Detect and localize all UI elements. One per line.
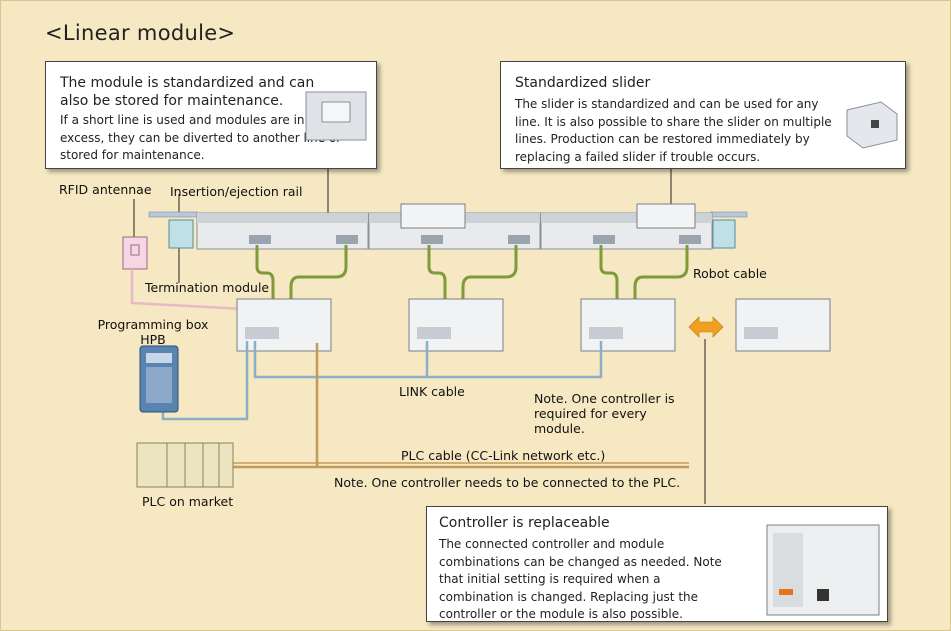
programming-box [139, 345, 179, 413]
plc-cable-label: PLC cable (CC-Link network etc.) [401, 448, 606, 463]
linear-module-3 [540, 212, 713, 250]
rfid-antennae-label: RFID antennae [59, 182, 152, 197]
controller-callout: Controller is replaceable The connected … [426, 506, 888, 622]
slider-callout: Standardized slider The slider is standa… [500, 61, 906, 169]
termination-module-right [712, 219, 736, 249]
controller-2 [408, 298, 504, 352]
controller-1 [236, 298, 332, 352]
slider-callout-body: The slider is standardized and can be us… [515, 97, 832, 164]
swap-arrow [688, 316, 724, 338]
slider-callout-heading: Standardized slider [515, 75, 651, 91]
module-callout-heading: The module is standardized and can also … [60, 75, 315, 109]
termination-module-label: Termination module [145, 280, 270, 295]
hpb-label: HPB [140, 332, 166, 347]
slider-1 [400, 203, 466, 229]
rfid-antenna [122, 236, 148, 270]
controller-thumbnail-icon [766, 524, 880, 616]
programming-box-label: Programming box [97, 317, 209, 332]
robot-cable-label: Robot cable [693, 266, 767, 281]
link-cable-label: LINK cable [399, 384, 465, 399]
note-controller-label: Note. One controller is required for eve… [534, 391, 675, 436]
controller-callout-heading: Controller is replaceable [439, 515, 610, 531]
insertion-rail-label: Insertion/ejection rail [170, 184, 303, 199]
page-title: <Linear module> [45, 21, 236, 45]
module-callout-body: If a short line is used and modules are … [60, 113, 342, 162]
slider-thumbnail-icon [846, 101, 898, 149]
slider-2 [636, 203, 696, 229]
linear-module-1 [196, 212, 369, 250]
module-callout: The module is standardized and can also … [45, 61, 377, 169]
plc-on-market-label: PLC on market [142, 494, 234, 509]
spare-controller [735, 298, 831, 352]
termination-module-left [168, 219, 194, 249]
controller-3 [580, 298, 676, 352]
note-plc-label: Note. One controller needs to be connect… [334, 475, 681, 490]
plc-unit [136, 442, 234, 488]
module-thumbnail-icon [305, 91, 367, 141]
robot-cables [255, 245, 689, 341]
controller-callout-body: The connected controller and module comb… [439, 537, 722, 621]
insertion-rail-left [148, 211, 198, 218]
insertion-rail-right [710, 211, 748, 218]
